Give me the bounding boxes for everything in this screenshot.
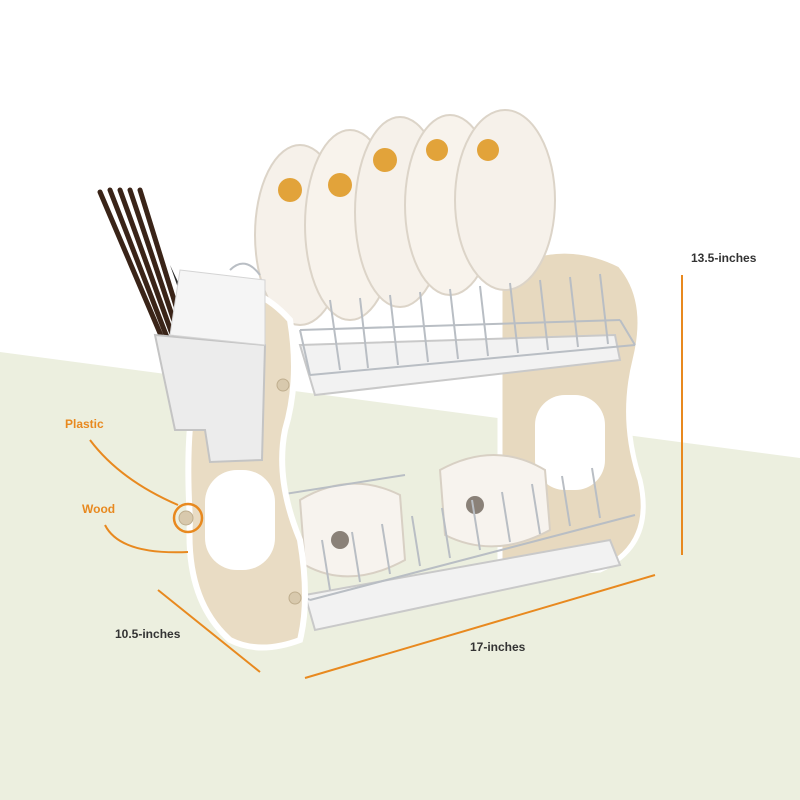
plates [254,109,556,326]
depth-dimension-line [157,589,261,673]
plastic-label: Plastic [65,417,104,431]
front-panel-cutout [205,470,275,570]
top-drip-tray [298,333,622,397]
top-wire-rack [229,262,636,376]
bowls [298,454,552,578]
plastic-callout-line [89,439,179,506]
width-dimension-line [304,574,656,679]
wood-label: Wood [82,502,116,516]
height-label: 13.5-inches [691,251,757,265]
bottom-drip-tray [303,538,622,632]
bottom-wire-rack [214,467,636,601]
flower-decoration [278,178,302,202]
back-panel-cutout [535,395,605,490]
wood-peg [178,510,194,526]
depth-label: 10.5-inches [115,627,181,641]
wood-callout-line [104,524,189,554]
holder-back-plate [169,269,266,346]
wood-peg-highlight [172,502,204,534]
width-label: 17-inches [470,640,526,654]
